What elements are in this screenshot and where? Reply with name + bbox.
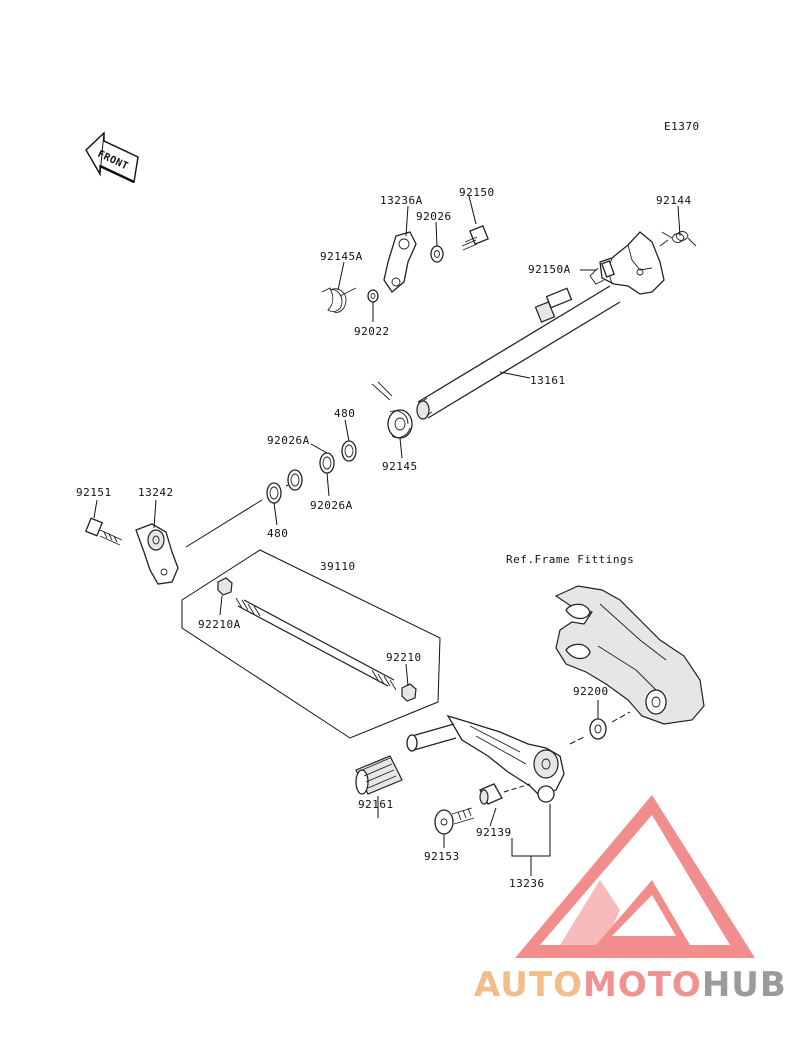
callout-92145: 92145	[382, 460, 418, 473]
callout-92145A: 92145A	[320, 250, 363, 263]
logo-part-auto: AUTO	[474, 965, 583, 1005]
callout-92150: 92150	[459, 186, 495, 199]
callout-92144: 92144	[656, 194, 692, 207]
washer-92026A-lower	[287, 469, 303, 491]
callout-480-lower: 480	[267, 527, 288, 540]
callout-39110: 39110	[320, 560, 356, 573]
callout-labels: 13236A 92150 92026 92144 92145A 92150A 9…	[76, 186, 692, 890]
bolt-92151	[84, 517, 123, 546]
callout-92210A: 92210A	[198, 618, 241, 631]
callout-480-upper: 480	[334, 407, 355, 420]
callout-13236: 13236	[509, 877, 545, 890]
frame-fitting	[554, 585, 705, 725]
front-arrow-icon: FRONT	[85, 131, 139, 184]
callout-92161: 92161	[358, 798, 394, 811]
nut-92210	[401, 683, 417, 702]
svg-text:AUTOMOTOHUB: AUTOMOTOHUB	[474, 965, 787, 1005]
footpeg-rubber-92161	[355, 755, 403, 795]
spring-92145A-icon	[321, 287, 357, 313]
pin-92150A	[534, 287, 573, 323]
peg-shaft	[406, 723, 457, 752]
leader-lines	[93, 195, 681, 876]
logo-part-moto: MOTO	[583, 965, 702, 1005]
callout-13242: 13242	[138, 486, 174, 499]
section-label: Ref.Frame Fittings	[506, 553, 634, 566]
stopper-arm	[383, 231, 417, 293]
washer-92026A-upper	[319, 452, 335, 474]
collar-92139	[479, 783, 503, 805]
callout-92151: 92151	[76, 486, 112, 499]
spring-92144-icon	[659, 231, 697, 247]
circlip-480-upper	[341, 440, 357, 462]
spring-92145-icon	[371, 381, 413, 439]
collar-92022	[367, 289, 379, 303]
shift-pedal-13236	[446, 714, 565, 803]
tie-rod-39110	[235, 597, 397, 691]
washer-92200	[589, 718, 607, 740]
callout-92200: 92200	[573, 685, 609, 698]
bolt-92153	[434, 807, 475, 835]
callout-92026: 92026	[416, 210, 452, 223]
shift-shaft	[416, 285, 621, 420]
callout-92139: 92139	[476, 826, 512, 839]
bolt-92150	[461, 225, 489, 251]
washer-92026	[430, 245, 444, 263]
callout-13161: 13161	[530, 374, 566, 387]
shift-arm-bracket	[589, 231, 665, 295]
logo-part-hub: HUB	[702, 965, 787, 1005]
callout-92153: 92153	[424, 850, 460, 863]
diagram-code: E1370	[664, 120, 700, 133]
circlip-480-lower	[266, 482, 282, 504]
callout-92022: 92022	[354, 325, 390, 338]
callout-13236A: 13236A	[380, 194, 423, 207]
callout-92026A-upper: 92026A	[267, 434, 310, 447]
shift-lever-13242	[135, 523, 179, 585]
tie-rod-outline	[181, 549, 441, 739]
nut-92210A	[217, 577, 233, 596]
callout-92026A-lower: 92026A	[310, 499, 353, 512]
automotohub-logo: AUTOMOTOHUB	[474, 795, 787, 1005]
callout-92150A: 92150A	[528, 263, 571, 276]
callout-92210: 92210	[386, 651, 422, 664]
